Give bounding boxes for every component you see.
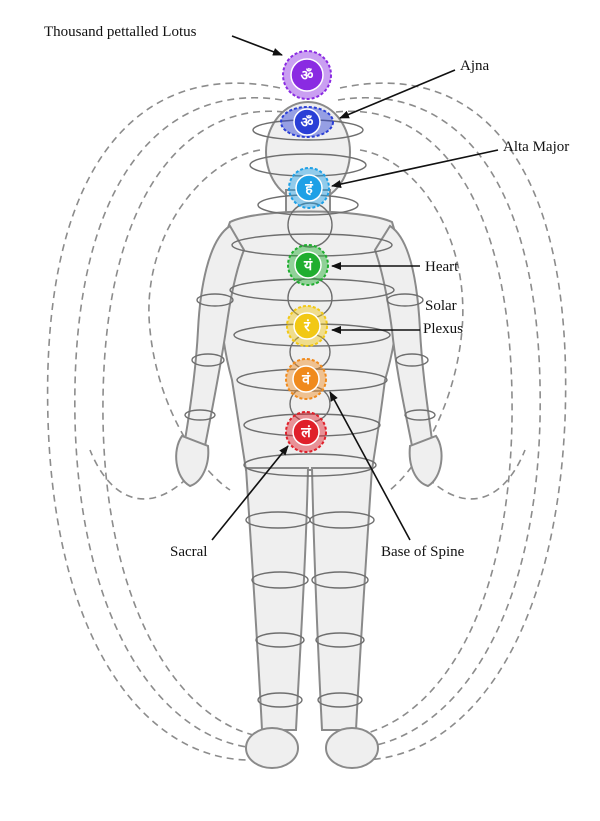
human-figure — [175, 101, 443, 769]
chakra-throat: हं — [288, 167, 330, 209]
chakra-sacral-symbol: वं — [301, 372, 311, 388]
flow-line-right-1 — [339, 82, 567, 761]
pointer-alta-major — [331, 149, 499, 189]
figure-right-leg — [310, 467, 374, 731]
chakras: ॐ ॐ हं यं रं वं लं — [280, 50, 334, 453]
figure-right-hand — [408, 434, 443, 488]
chakra-heart-disc — [294, 251, 322, 279]
coil-leg-l-4 — [257, 692, 303, 708]
coil-arm-r-3 — [404, 409, 436, 421]
chakra-root-disc — [292, 418, 320, 446]
coil-leg-r-4 — [317, 692, 363, 708]
label-sacral: Sacral — [170, 544, 207, 560]
coil-leg-l-2 — [251, 571, 309, 589]
flow-line-left-1 — [46, 82, 281, 761]
spine-loop-1 — [287, 202, 333, 248]
chakra-solar-plexus: रं — [286, 305, 328, 347]
coil-leg-r-1 — [309, 511, 375, 529]
figure-left-foot — [245, 727, 299, 769]
pointer-ajna — [339, 69, 456, 119]
chakra-throat-symbol: हं — [304, 181, 313, 197]
coil-hips — [243, 453, 377, 477]
label-pointers — [211, 35, 499, 541]
coil-leg-r-3 — [315, 632, 365, 648]
coil-arm-r-1 — [386, 293, 424, 307]
chakra-ajna-disc — [293, 108, 321, 136]
flow-line-right-3 — [335, 110, 513, 737]
flow-line-left-3 — [102, 110, 285, 737]
coil-arm-l-1 — [196, 293, 234, 307]
chakra-root-symbol: लं — [300, 425, 311, 441]
coil-leg-r-2 — [311, 571, 369, 589]
chakra-ajna: ॐ — [280, 106, 334, 138]
energy-field-lines — [46, 82, 567, 761]
label-plexus: Plexus — [423, 321, 463, 337]
coil-arm-l-2 — [191, 353, 225, 367]
figure-left-hand — [175, 434, 210, 488]
label-ajna: Ajna — [460, 58, 490, 74]
flow-line-right-2 — [337, 96, 541, 749]
chakra-solar-disc — [293, 312, 321, 340]
chakra-ajna-symbol: ॐ — [301, 114, 314, 131]
chakra-throat-disc — [295, 174, 323, 202]
label-thousand-petalled-lotus: Thousand pettalled Lotus — [44, 24, 197, 40]
chakra-root: लं — [285, 411, 327, 453]
coil-leg-l-3 — [255, 632, 305, 648]
flow-line-left-4 — [148, 149, 261, 491]
label-base-of-spine: Base of Spine — [381, 544, 465, 560]
coil-arm-r-2 — [395, 353, 429, 367]
labels: Thousand pettalled Lotus Ajna Alta Major… — [44, 24, 569, 560]
figure-left-leg — [244, 467, 310, 731]
coil-torso-2 — [229, 278, 395, 302]
chakra-sacral: वं — [285, 358, 327, 400]
pointer-base-of-spine — [329, 391, 411, 541]
coil-arm-l-3 — [184, 409, 216, 421]
label-heart: Heart — [425, 259, 459, 275]
chakra-sacral-disc — [292, 365, 320, 393]
pointer-sacral — [211, 445, 289, 541]
label-alta-major: Alta Major — [503, 139, 569, 155]
chakra-crown-symbol: ॐ — [301, 67, 314, 84]
chakra-heart-symbol: यं — [303, 258, 313, 274]
pointer-lotus — [231, 35, 283, 56]
chakra-crown: ॐ — [282, 50, 332, 100]
chakra-crown-disc — [290, 58, 324, 92]
figure-right-foot — [325, 727, 379, 769]
label-solar: Solar — [425, 298, 457, 314]
body-coils — [184, 119, 436, 708]
chakra-solar-symbol: रं — [303, 319, 311, 335]
chakra-heart: यं — [287, 244, 329, 286]
flow-line-left-2 — [74, 96, 283, 749]
